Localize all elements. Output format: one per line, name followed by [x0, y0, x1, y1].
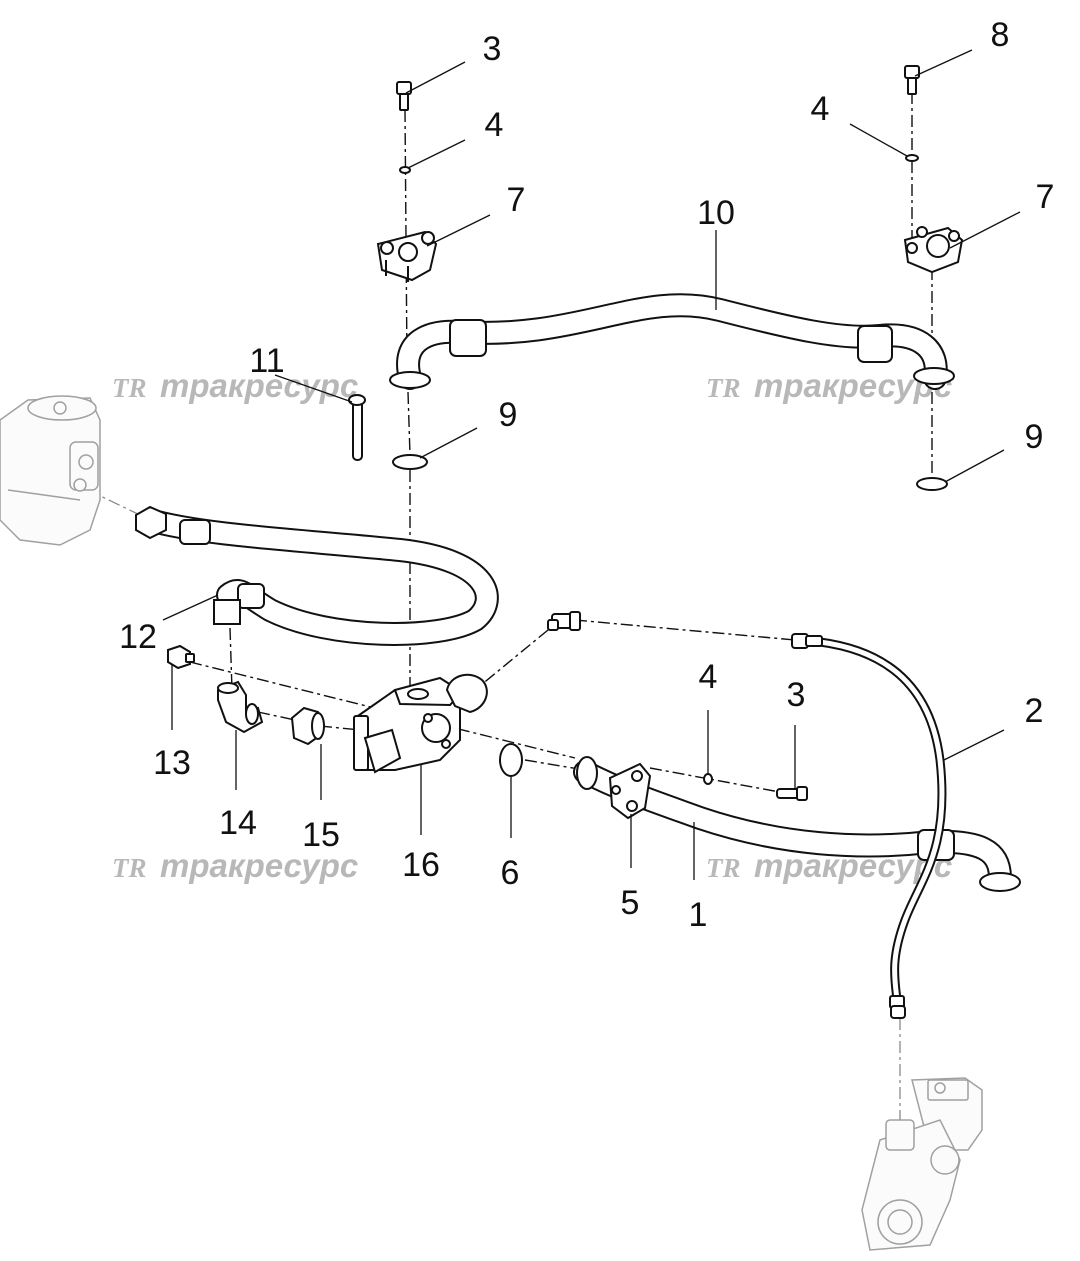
clamp-5	[608, 762, 652, 820]
assembly-lines	[87, 92, 933, 1120]
callout-label: 8	[991, 16, 1010, 54]
washer-4-lower	[703, 773, 713, 785]
leader-lines	[162, 49, 1021, 880]
steering-unit-ghost	[0, 395, 101, 546]
washer-4-top-left	[399, 166, 411, 174]
elbow-14	[217, 680, 264, 734]
flange-7-right	[903, 226, 964, 274]
o-ring-9-left	[392, 454, 428, 470]
callout-label: 3	[787, 676, 806, 714]
callout-label: 16	[402, 846, 440, 884]
o-ring-9-right	[916, 477, 948, 491]
callout-label: 3	[483, 30, 502, 68]
hose-10	[389, 293, 955, 390]
valve-block-16	[353, 673, 488, 774]
o-ring-6	[499, 743, 523, 777]
elbow-fitting	[547, 611, 581, 631]
callout-label: 6	[501, 854, 520, 892]
callout-label: 10	[697, 194, 735, 232]
bolt-3-top	[396, 81, 412, 111]
watermark: TR тракресурс	[706, 367, 952, 404]
callout-label: 7	[507, 181, 526, 219]
valve-body-ghost	[861, 1077, 983, 1251]
callout-label: 12	[119, 618, 157, 656]
watermark-logo: TR	[112, 373, 147, 403]
callout-label: 9	[1025, 418, 1044, 456]
callout-label: 9	[499, 396, 518, 434]
callout-label: 4	[811, 90, 830, 128]
callout-label: 7	[1036, 178, 1055, 216]
callout-labels: 3 4 7 8 4 7 10 11 9 9 12 13 14 15 16 6 4…	[119, 16, 1054, 934]
callout-label: 1	[689, 896, 708, 934]
callout-label: 14	[219, 804, 257, 842]
bolt-8	[904, 65, 920, 95]
adapter-15	[290, 706, 325, 746]
watermark-text: тракресурс	[160, 367, 358, 404]
callout-label: 15	[302, 816, 340, 854]
callout-label: 4	[485, 106, 504, 144]
callout-label: 5	[621, 884, 640, 922]
pin-11	[348, 394, 366, 461]
watermark-logo: TR	[112, 853, 147, 883]
callout-label: 4	[699, 658, 718, 696]
watermark-text: тракресурс	[160, 847, 358, 884]
watermark: TR тракресурс	[112, 847, 358, 884]
hose-2	[791, 633, 947, 1019]
callout-label: 11	[249, 342, 284, 380]
washer-4-top-right	[905, 154, 919, 162]
watermark-logo: TR	[706, 853, 741, 883]
watermark: TR тракресурс	[112, 367, 358, 404]
flange-7-left	[376, 230, 438, 282]
callout-label: 13	[153, 744, 191, 782]
fitting-13	[167, 644, 195, 670]
callout-label: 2	[1025, 692, 1044, 730]
hose-12	[135, 505, 499, 646]
bolt-3-lower	[776, 786, 808, 801]
watermark-logo: TR	[706, 373, 741, 403]
